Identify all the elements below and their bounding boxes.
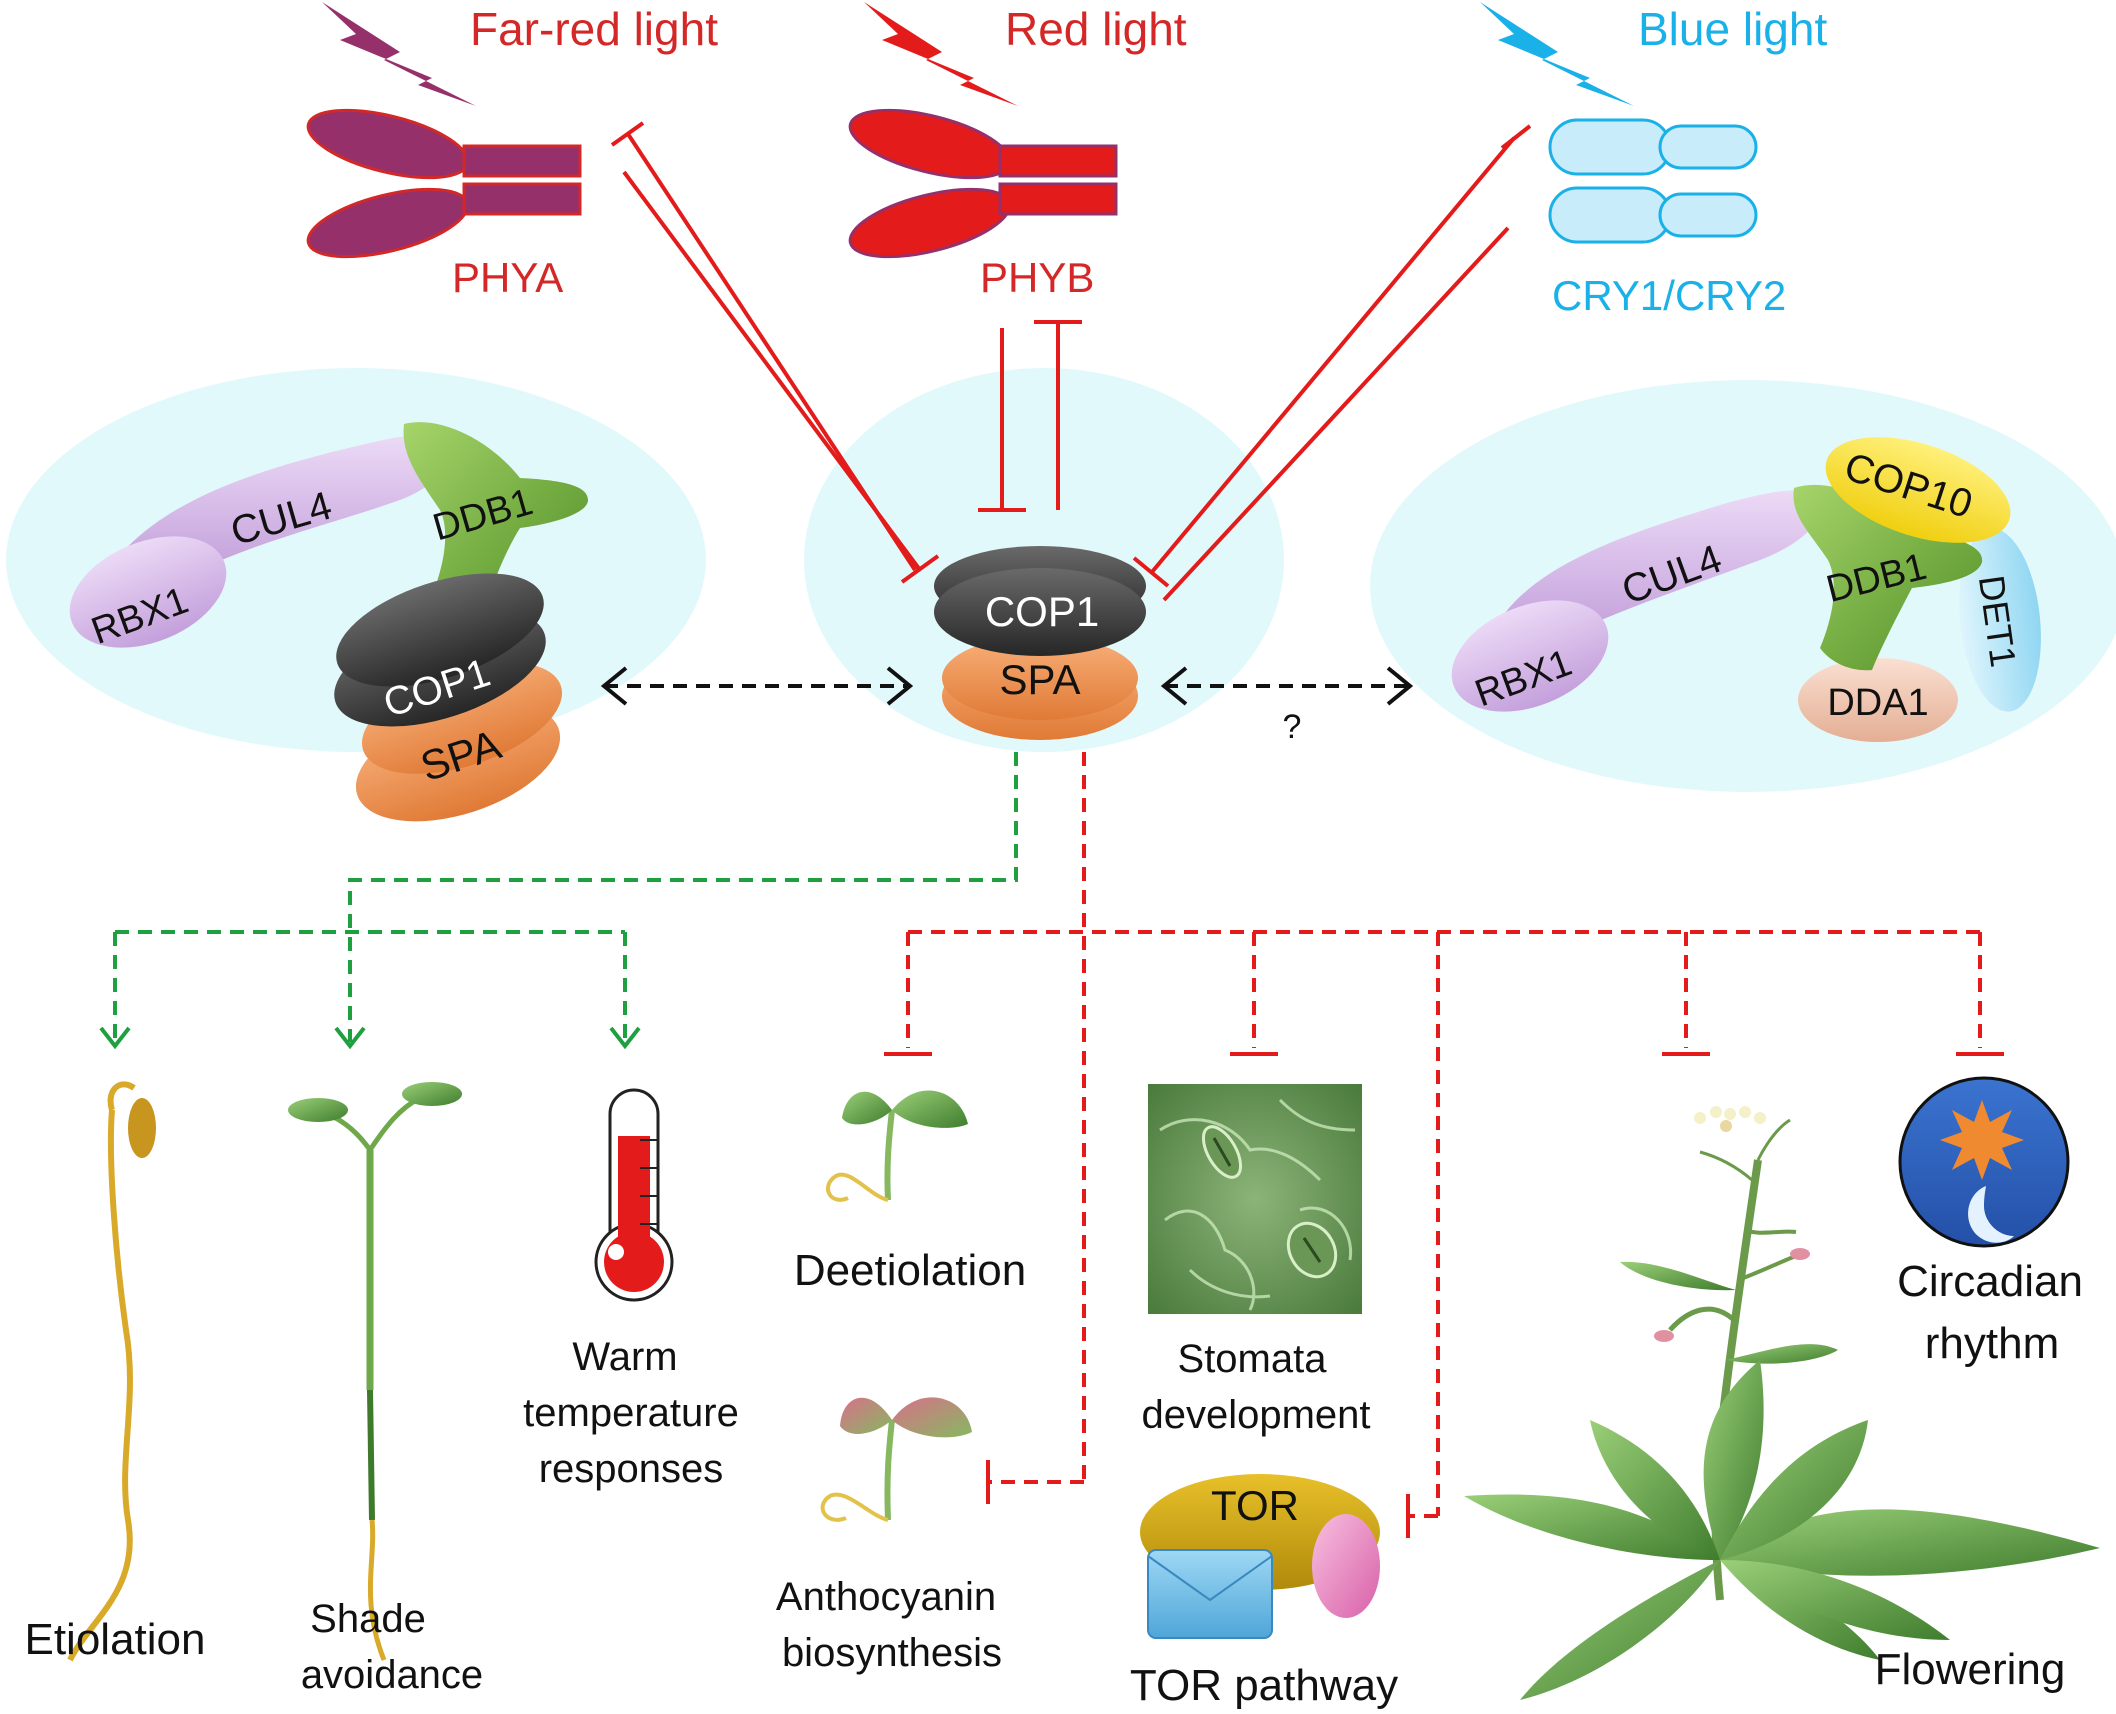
right-det1-protein — [1959, 528, 2041, 712]
right-dda1-label: DDA1 — [1827, 682, 1928, 724]
blue-light-label: Blue light — [1638, 3, 1827, 55]
shade-avoidance-label-line1: Shade — [310, 1597, 426, 1641]
stomata-label-line2: development — [1141, 1393, 1370, 1437]
uncertain-interaction-question-mark: ? — [1283, 708, 1302, 746]
thermometer-icon — [594, 1088, 674, 1302]
etiolation-label: Etiolation — [24, 1615, 205, 1664]
circadian-day-night-icon — [1898, 1076, 2070, 1248]
flowering-plant-icon — [1464, 1106, 2100, 1700]
red-inhibition-bars — [884, 1052, 2004, 1538]
center-cop1-protein — [934, 568, 1146, 656]
right-cul4-ddb1-det1-complex: CUL4 RBX1 DET1 DDA1 DDB1 COP10 — [1451, 437, 2041, 742]
center-spa-label: SPA — [1000, 656, 1081, 703]
left-cop1-protein — [336, 573, 544, 687]
left-cul4-ring-complex: CUL4 RBX1 DDB1 SPA COP1 — [69, 422, 588, 822]
right-rbx1-protein — [1451, 600, 1609, 712]
circadian-label-line1: Circadian — [1897, 1257, 2083, 1306]
center-spa-protein — [942, 636, 1138, 720]
cry-dimer-icon — [1548, 118, 1758, 244]
etiolation-arrowhead — [99, 1026, 131, 1050]
circadian-label-line2: rhythm — [1925, 1319, 2059, 1368]
phya-cop1-inhibition-arrows — [610, 121, 940, 584]
left-center-interaction-arrow — [600, 666, 914, 706]
anthocyanin-label-line1: Anthocyanin — [776, 1575, 996, 1619]
center-cop1-spa-complex: SPA COP1 — [934, 546, 1146, 740]
left-rbx1-protein — [69, 536, 227, 648]
deetiolated-seedling-icon — [826, 1090, 968, 1202]
right-ddb1-protein — [1793, 484, 1983, 671]
blue-light-bolt-icon — [1480, 2, 1634, 106]
cry-label: CRY1/CRY2 — [1552, 272, 1786, 319]
red-light-label: Red light — [1005, 3, 1187, 55]
sun-icon — [1940, 1100, 2024, 1180]
anthocyanin-seedling-icon — [820, 1397, 972, 1522]
stomata-label-line1: Stomata — [1178, 1337, 1328, 1381]
anthocyanin-label-line2: biosynthesis — [782, 1631, 1002, 1675]
etiolated-seedling-icon — [67, 1081, 156, 1662]
red-light-bolt-icon — [864, 2, 1018, 106]
left-ddb1-protein — [403, 422, 588, 622]
phya-label: PHYA — [452, 254, 563, 301]
phya-dimer-icon — [306, 108, 582, 259]
phyb-cop1-inhibition-arrows — [978, 320, 1082, 512]
cry-inhibition-bar — [1500, 124, 1532, 150]
tor-protein-label: TOR — [1211, 1482, 1299, 1529]
cry-cop1-inhibition-arrows — [1132, 136, 1516, 602]
phyb-label: PHYB — [980, 254, 1094, 301]
tor-pathway-label: TOR pathway — [1130, 1661, 1398, 1710]
warm-arrowhead — [609, 1026, 641, 1050]
center-right-interaction-arrow — [1160, 666, 1414, 706]
cop1-inhibits-branch — [906, 752, 1982, 1518]
far-red-light-bolt-icon — [322, 2, 476, 106]
center-cop1-label: COP1 — [985, 588, 1099, 635]
warm-temperature-label-line2: temperature — [523, 1391, 739, 1435]
flowering-label: Flowering — [1875, 1645, 2066, 1694]
shade-avoidance-label-line2: avoidance — [301, 1653, 483, 1697]
far-red-light-label: Far-red light — [470, 3, 718, 55]
tor-complex-icon: TOR — [1140, 1474, 1380, 1639]
green-arrowheads — [99, 1026, 641, 1050]
phyb-dimer-icon — [848, 108, 1118, 259]
cop1-promotes-branch — [113, 752, 1018, 1042]
stomata-micrograph-image — [1148, 1084, 1362, 1314]
deetiolation-label: Deetiolation — [794, 1246, 1026, 1295]
shade-arrowhead — [334, 1026, 366, 1050]
warm-temperature-label-line3: responses — [539, 1447, 724, 1491]
moon-icon — [1968, 1186, 2014, 1243]
right-cop10-protein — [1825, 437, 2011, 543]
shade-avoidance-seedling-icon — [288, 1082, 462, 1661]
right-dda1-protein — [1798, 658, 1958, 742]
warm-temperature-label-line1: Warm — [572, 1335, 677, 1379]
